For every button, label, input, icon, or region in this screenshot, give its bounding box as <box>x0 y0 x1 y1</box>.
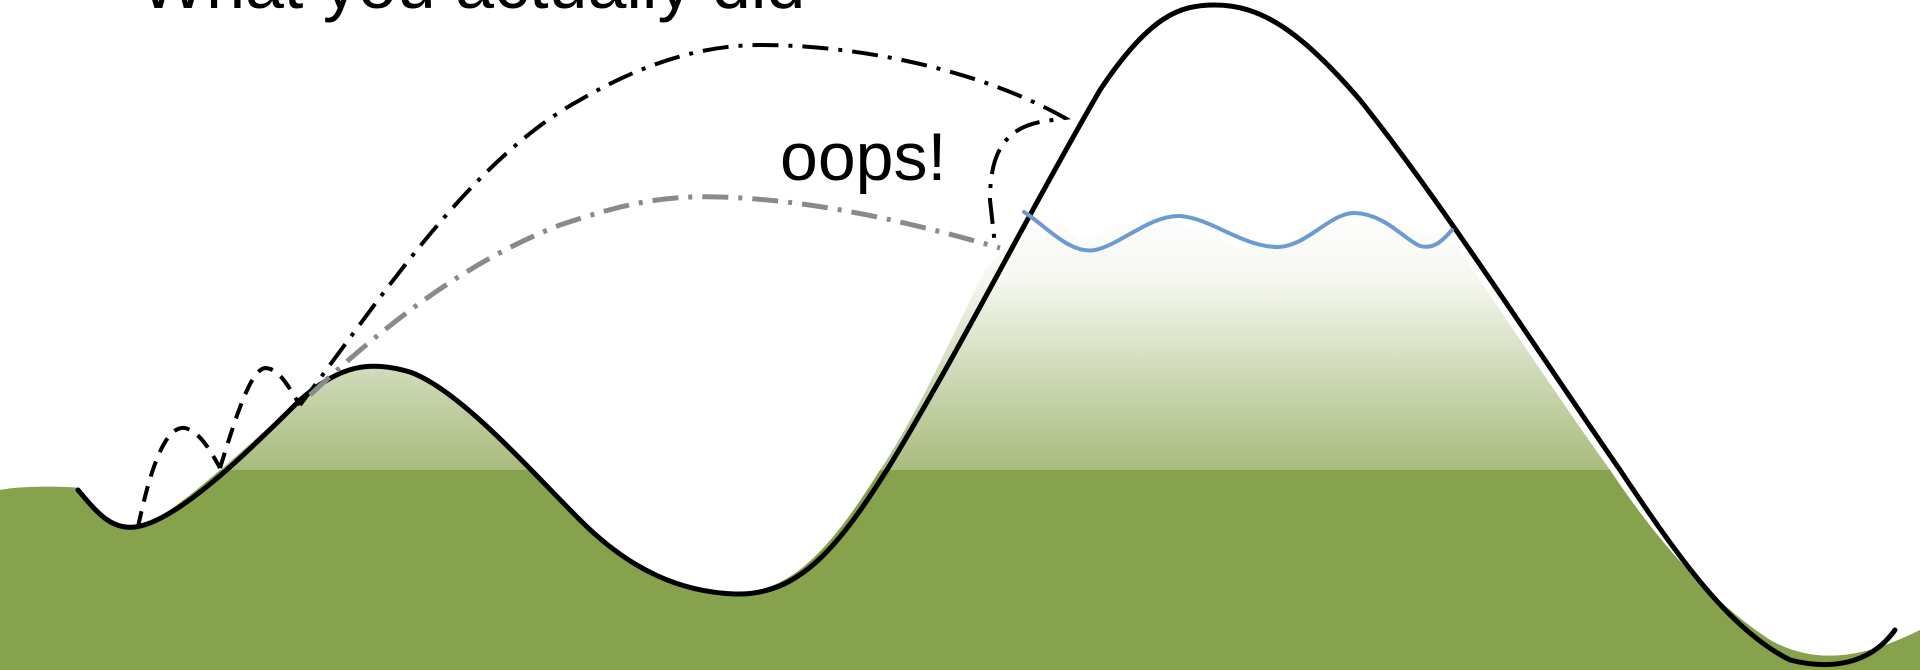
big-jump-gray-path <box>308 194 1001 397</box>
landscape-curve <box>75 2 1898 667</box>
small-hop-1 <box>136 425 222 528</box>
oops-annotation: oops! <box>780 119 946 195</box>
diagram-heading: What you actually did <box>140 0 805 23</box>
small-hop-2 <box>218 365 302 469</box>
lake-surface-line <box>1022 210 1454 253</box>
big-jump-dark-path <box>298 42 1071 407</box>
ground-solid-band <box>0 470 1920 670</box>
